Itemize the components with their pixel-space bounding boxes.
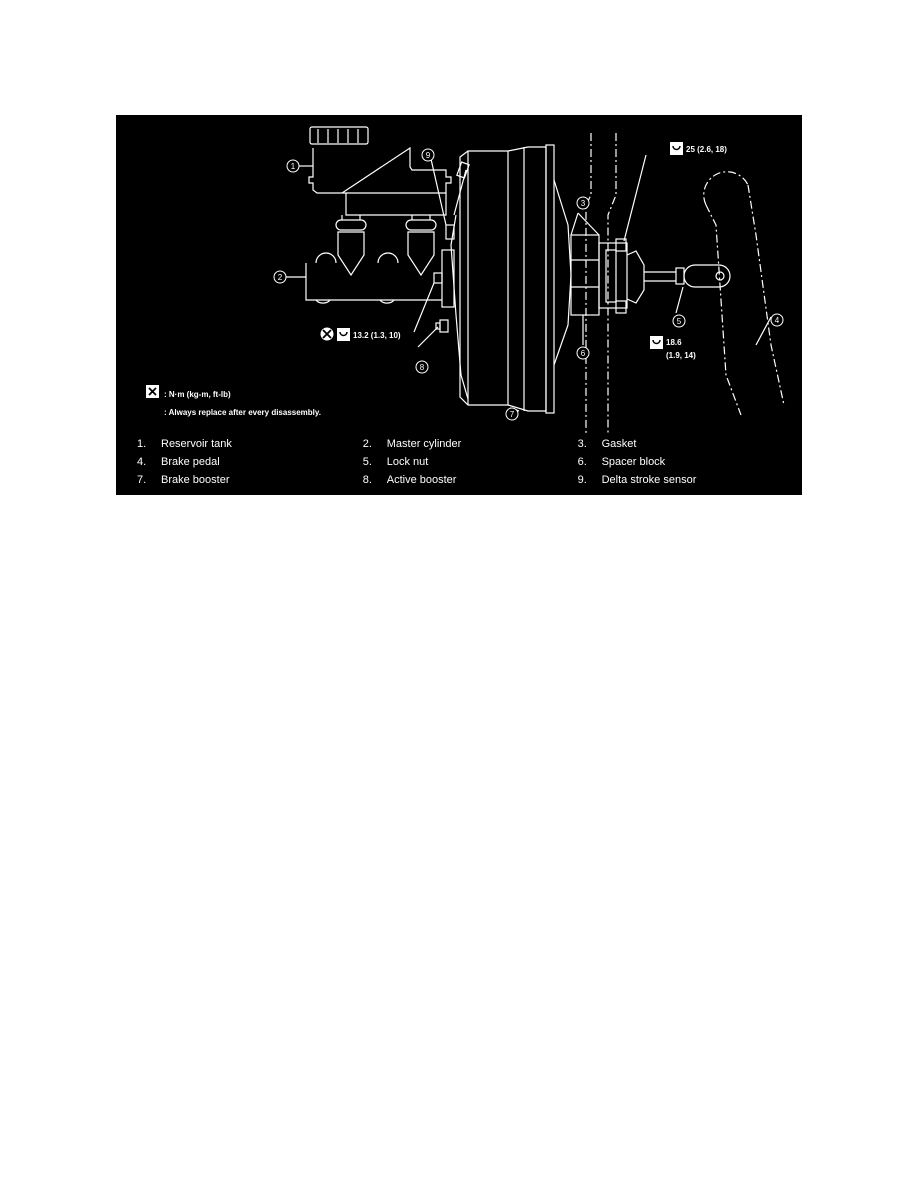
parts-row: 1.Reservoir tank 2.Master cylinder 3.Gas… xyxy=(116,435,802,453)
parts-row: 7.Brake booster 8.Active booster 9.Delta… xyxy=(116,471,802,489)
diagram-drawing: 1 2 3 4 5 6 7 8 9 25 (2.6, 18) 13.2 (1.3… xyxy=(273,126,785,435)
parts-list: 1.Reservoir tank 2.Master cylinder 3.Gas… xyxy=(116,435,802,489)
callout-2-label: 2 xyxy=(278,273,283,282)
part-item: 7.Brake booster xyxy=(137,474,230,486)
reservoir-tank xyxy=(308,146,452,194)
callout-4-label: 4 xyxy=(775,316,780,325)
part-item: 3.Gasket xyxy=(577,438,637,450)
callout-6-label: 6 xyxy=(581,349,586,358)
callout-8 xyxy=(415,360,429,374)
callout-3 xyxy=(576,196,590,210)
part-item: 8.Active booster xyxy=(362,474,457,486)
part-item: 2.Master cylinder xyxy=(362,438,462,450)
brake-booster xyxy=(450,144,572,414)
svg-text:25 (2.6, 18): 25 (2.6, 18) xyxy=(686,145,727,154)
legend: : N·m (kg-m, ft-lb) : Always replace aft… xyxy=(146,385,321,421)
callout-2 xyxy=(273,270,287,284)
reservoir-ports xyxy=(335,215,437,277)
parts-row: 4.Brake pedal 5.Lock nut 6.Spacer block xyxy=(116,453,802,471)
part-item: 4.Brake pedal xyxy=(137,456,220,468)
svg-text:18.6: 18.6 xyxy=(666,338,682,347)
callout-4 xyxy=(770,313,784,327)
callout-7-label: 7 xyxy=(510,410,515,419)
callout-9-label: 9 xyxy=(426,151,431,160)
legend-row-replace: : Always replace after every disassembly… xyxy=(146,385,321,421)
callout-6 xyxy=(576,346,590,360)
legend-torque-text: : N·m (kg-m, ft-lb) xyxy=(164,389,231,399)
part-item: 1.Reservoir tank xyxy=(137,438,232,450)
callout-1 xyxy=(286,159,300,173)
callout-9 xyxy=(421,148,435,162)
part-item: 9.Delta stroke sensor xyxy=(577,474,697,486)
brake-booster-diagram: 1 2 3 4 5 6 7 8 9 25 (2.6, 18) 13.2 (1.3… xyxy=(116,115,802,495)
torque-wrench-icon xyxy=(337,328,350,341)
callout-5 xyxy=(672,314,686,328)
torque-wrench-icon xyxy=(650,336,663,349)
spacer-block xyxy=(570,234,600,316)
svg-text:(1.9, 14): (1.9, 14) xyxy=(666,351,696,360)
part-item: 5.Lock nut xyxy=(362,456,429,468)
callout-5-label: 5 xyxy=(677,317,682,326)
callout-1-label: 1 xyxy=(291,162,296,171)
part-item: 6.Spacer block xyxy=(577,456,666,468)
torque-callout-1: 25 (2.6, 18) xyxy=(670,142,727,155)
torque-callout-2: 13.2 (1.3, 10) xyxy=(320,327,401,341)
legend-row-torque: : N·m (kg-m, ft-lb) xyxy=(146,385,321,403)
legend-replace-text: : Always replace after every disassembly… xyxy=(164,407,321,417)
callout-8-label: 8 xyxy=(420,363,425,372)
svg-text:13.2 (1.3, 10): 13.2 (1.3, 10) xyxy=(353,331,401,340)
callout-3-label: 3 xyxy=(581,199,586,208)
torque-callout-3: 18.6 (1.9, 14) xyxy=(650,336,696,360)
replace-x-icon xyxy=(146,385,159,419)
reservoir-cap xyxy=(309,126,369,145)
torque-wrench-icon xyxy=(670,142,683,155)
callout-7 xyxy=(505,407,519,421)
master-cylinder xyxy=(305,263,442,301)
